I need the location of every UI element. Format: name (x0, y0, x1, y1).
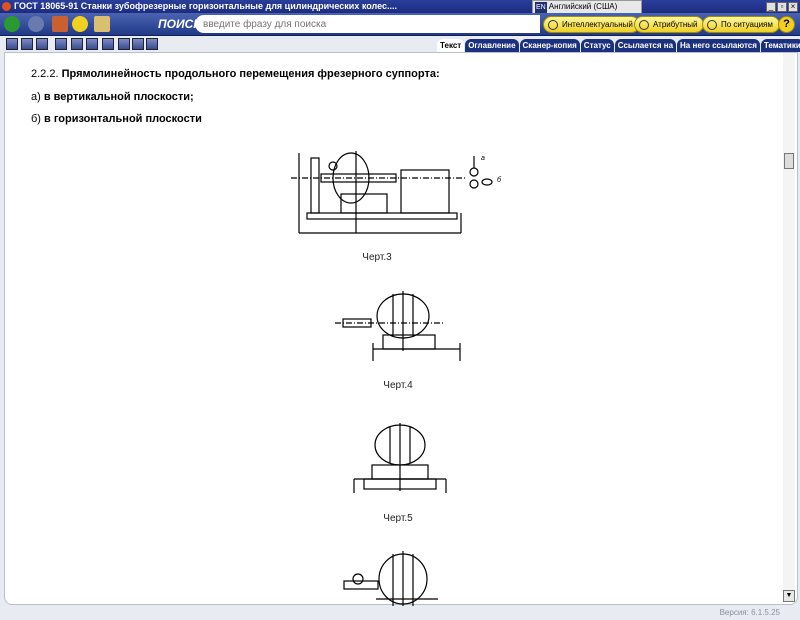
export-icon[interactable] (21, 38, 33, 50)
item-a: а) в вертикальной плоскости; (31, 91, 194, 103)
tab-status[interactable]: Статус (580, 39, 614, 52)
label-b: б (497, 176, 502, 184)
down-icon[interactable] (146, 38, 158, 50)
print-icon[interactable] (36, 38, 48, 50)
save-icon[interactable] (6, 38, 18, 50)
label-a: а (481, 155, 485, 162)
drawing-5 (353, 423, 447, 493)
add-bookmark-icon[interactable] (86, 38, 98, 50)
item-b: б) в горизонтальной плоскости (31, 113, 202, 125)
up-icon[interactable] (118, 38, 130, 50)
restore-button[interactable]: ▫ (777, 2, 787, 12)
document-view: 2.2.2. Прямолинейность продольного перем… (4, 52, 798, 606)
tab-refs-to[interactable]: Ссылается на (614, 39, 677, 52)
figure-caption-5: Черт.5 (383, 513, 413, 524)
drawing-6 (343, 551, 438, 606)
search-label: ПОИСК (158, 17, 201, 31)
drawing-3: а б (291, 151, 502, 234)
version-label: Версия: 6.1.5.25 (719, 608, 780, 617)
vertical-scrollbar[interactable]: ▼ (783, 53, 795, 602)
item-a-text: в вертикальной плоскости; (43, 91, 194, 103)
item-b-text: в горизонтальной плоскости (44, 113, 202, 125)
item-b-prefix: б) (31, 113, 41, 125)
scrollbar-thumb[interactable] (784, 153, 794, 169)
figure-caption-3: Черт.3 (362, 252, 392, 263)
tab-bar: Текст Оглавление Сканер-копия Статус Ссы… (437, 39, 800, 52)
title-bar: ГОСТ 18065-91 Станки зубофрезерные гориз… (0, 0, 800, 13)
drawing-4 (335, 291, 461, 361)
item-a-prefix: а) (31, 91, 41, 103)
find-icon[interactable] (102, 38, 114, 50)
search-input[interactable] (195, 15, 540, 33)
folder-icon[interactable] (94, 16, 110, 32)
home-icon[interactable] (52, 16, 68, 32)
help-button[interactable]: ? (778, 16, 795, 33)
window-controls: _▫× (766, 2, 798, 12)
section-title: Прямолинейность продольного перемещения … (61, 68, 440, 80)
tab-topics[interactable]: Тематики (760, 39, 800, 52)
tab-contents[interactable]: Оглавление (465, 39, 519, 52)
close-button[interactable]: × (788, 2, 798, 12)
section-heading: 2.2.2. Прямолинейность продольного перем… (31, 68, 440, 80)
attribute-search-button[interactable]: Атрибутный (634, 16, 705, 33)
scroll-down-button[interactable]: ▼ (783, 590, 795, 602)
copy-icon[interactable] (55, 38, 67, 50)
lang-code: EN (535, 2, 547, 14)
prev-icon[interactable] (132, 38, 144, 50)
bookmark-icon[interactable] (71, 38, 83, 50)
tab-text[interactable]: Текст (437, 39, 465, 52)
minimize-button[interactable]: _ (766, 2, 776, 12)
forward-icon[interactable] (28, 16, 44, 32)
back-icon[interactable] (4, 16, 20, 32)
history-icon[interactable] (72, 16, 88, 32)
tab-scan[interactable]: Сканер-копия (519, 39, 580, 52)
section-number: 2.2.2. (31, 68, 59, 80)
status-bar: Версия: 6.1.5.25 (0, 605, 800, 620)
app-icon (2, 2, 11, 11)
tab-refs-from[interactable]: На него ссылаются (677, 39, 760, 52)
situation-search-button[interactable]: По ситуациям (702, 16, 780, 33)
figure-caption-4: Черт.4 (383, 380, 413, 391)
intellectual-search-button[interactable]: Интеллектуальный (543, 16, 640, 33)
window-title: ГОСТ 18065-91 Станки зубофрезерные гориз… (14, 1, 397, 11)
language-label: Английский (США) (548, 2, 618, 11)
